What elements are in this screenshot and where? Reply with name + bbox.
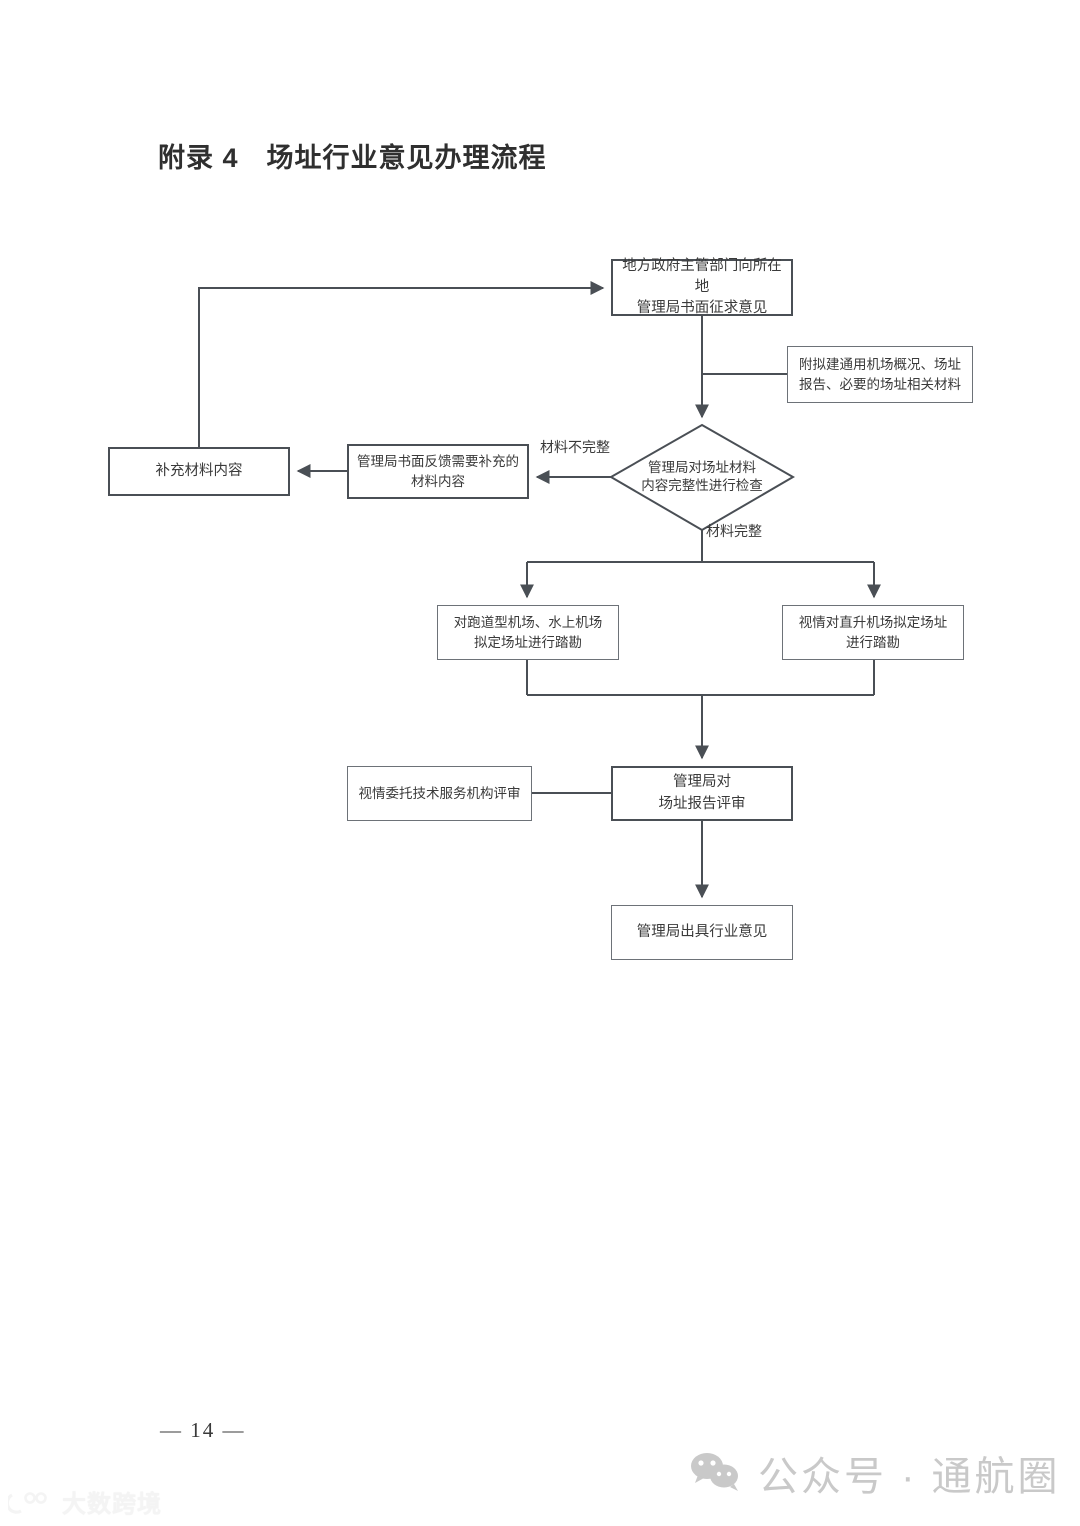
node-attachments: 附拟建通用机场概况、场址 报告、必要的场址相关材料 [787, 346, 973, 403]
node-delegate-label: 视情委托技术服务机构评审 [358, 785, 521, 801]
node-survey-right-label: 视情对直升机场拟定场址 进行踏勘 [798, 614, 948, 650]
node-feedback-label: 管理局书面反馈需要补充的 材料内容 [357, 453, 519, 489]
edge-label-incomplete: 材料不完整 [540, 439, 610, 455]
node-survey-runway-water-airport: 对跑道型机场、水上机场 拟定场址进行踏勘 [437, 605, 619, 660]
node-delegate-technical-review: 视情委托技术服务机构评审 [347, 766, 532, 821]
node-opinion-label: 管理局出具行业意见 [636, 923, 768, 940]
wechat-watermark-text: 公众号 · 通航圈 [758, 1455, 1061, 1499]
node-request-label: 地方政府主管部门向所在地 管理局书面征求意见 [622, 257, 782, 317]
node-feedback: 管理局书面反馈需要补充的 材料内容 [347, 444, 529, 499]
node-survey-heliport: 视情对直升机场拟定场址 进行踏勘 [782, 605, 964, 660]
page-title: 附录 4 场址行业意见办理流程 [158, 143, 547, 173]
bottom-left-watermark: 大数跨境 [8, 1484, 162, 1519]
node-supplement: 补充材料内容 [108, 447, 290, 496]
node-site-report-review: 管理局对 场址报告评审 [611, 766, 793, 821]
node-supplement-label: 补充材料内容 [155, 462, 243, 479]
logo-icon [8, 1491, 47, 1514]
edge-supplement-to-request [198, 281, 605, 447]
bottom-left-watermark-text: 大数跨境 [62, 1491, 162, 1518]
node-decision: 管理局对场址材料 内容完整性进行检查 [611, 425, 793, 530]
node-issue-industry-opinion: 管理局出具行业意见 [611, 905, 793, 960]
node-survey-left-label: 对跑道型机场、水上机场 拟定场址进行踏勘 [453, 614, 603, 650]
wechat-icon [691, 1453, 738, 1491]
node-decision-label: 管理局对场址材料 内容完整性进行检查 [641, 459, 763, 494]
node-attachments-label: 附拟建通用机场概况、场址 报告、必要的场址相关材料 [799, 356, 961, 392]
node-request: 地方政府主管部门向所在地 管理局书面征求意见 [611, 257, 793, 317]
wechat-watermark: 公众号 · 通航圈 [690, 1444, 1061, 1502]
decision-diamond-shape [608, 423, 796, 532]
page-number: — 14 — [160, 1418, 246, 1442]
edge-label-complete: 材料完整 [706, 523, 762, 539]
node-review-label: 管理局对 场址报告评审 [658, 774, 746, 812]
